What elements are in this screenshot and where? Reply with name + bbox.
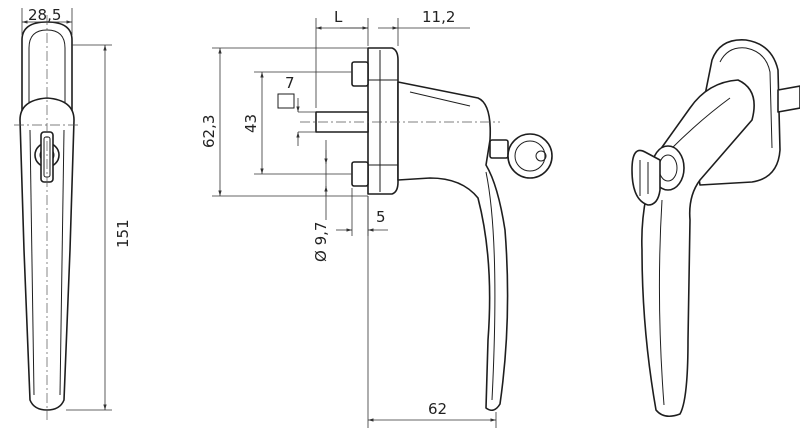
dim-height-total: 151 xyxy=(114,219,132,248)
square-symbol xyxy=(277,93,295,109)
perspective-view xyxy=(631,39,800,418)
side-screw-bottom xyxy=(351,161,369,187)
dim-diameter: Ø 9,7 xyxy=(312,222,330,262)
side-view: L 11,2 62,3 43 7 Ø 9,7 5 xyxy=(200,8,553,428)
side-plate xyxy=(367,47,399,195)
dim-hole-distance: 62,3 xyxy=(200,115,218,148)
dim-spindle-zone: 43 xyxy=(242,114,260,133)
dim-reach: 62 xyxy=(428,400,447,418)
front-key xyxy=(40,131,54,183)
persp-key xyxy=(631,149,661,206)
dim-thickness: 5 xyxy=(376,208,386,226)
side-handle xyxy=(397,81,509,412)
persp-spindle xyxy=(777,85,800,113)
persp-handle xyxy=(641,79,755,418)
front-view: 28,5 151 xyxy=(14,6,132,420)
dim-offset-right: 11,2 xyxy=(422,8,455,26)
dim-length-L: L xyxy=(334,8,343,26)
dim-square: 7 xyxy=(285,74,295,92)
side-key xyxy=(489,133,553,179)
dim-width-top: 28,5 xyxy=(28,6,61,24)
side-screw-top xyxy=(351,61,369,87)
